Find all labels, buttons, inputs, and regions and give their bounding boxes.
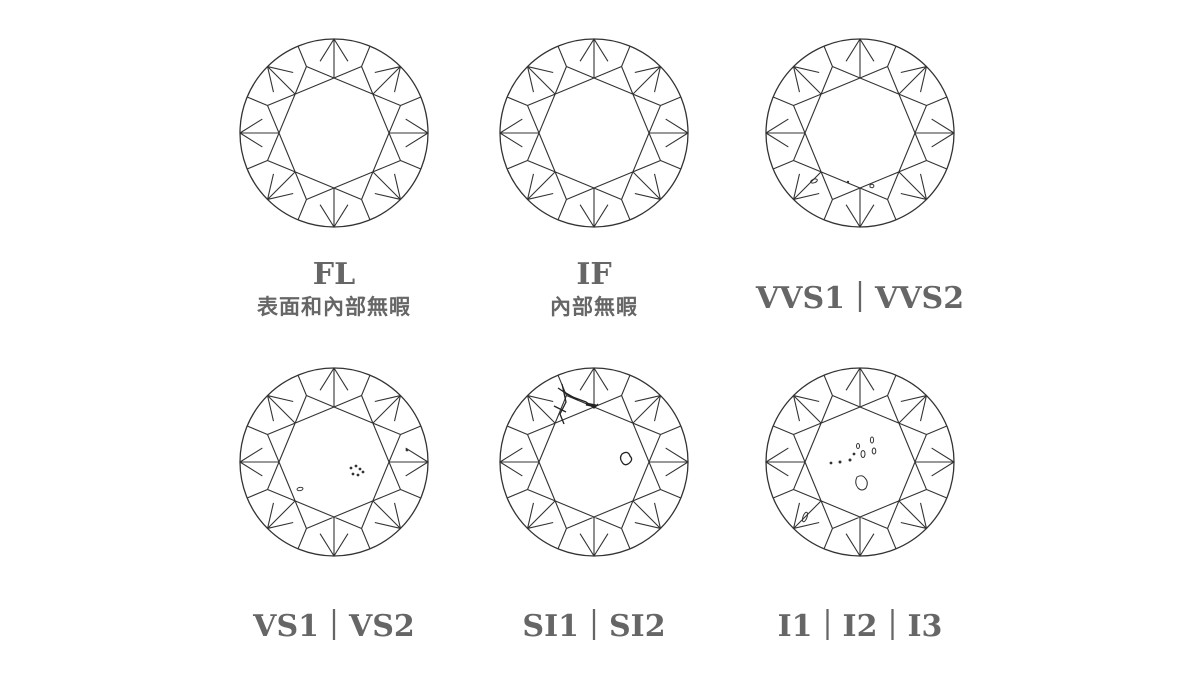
diamond-i [765,367,955,557]
caption-vs: VS1｜VS2 [204,598,464,644]
grade-label-if: IF [576,257,612,292]
caption-fl: FL 表面和內部無暇 [204,258,464,322]
diamond-vs [239,367,429,557]
inclusion-marks-vvs [810,178,875,189]
diamond-fl [239,38,429,228]
facet-lines [239,38,429,228]
diamond-vvs [765,38,955,228]
grade-label-i: I1｜I2｜I3 [777,609,943,644]
grade-label-si: SI1｜SI2 [522,609,666,644]
facet-lines [499,38,689,228]
facet-lines [765,367,955,557]
diamond-if [499,38,689,228]
grade-label-vs: VS1｜VS2 [253,609,415,644]
inclusion-marks-si [553,383,633,466]
inclusion-marks-vs [296,448,409,492]
grade-label-fl: FL [312,257,356,292]
caption-vvs: VVS1｜VVS2 [730,270,990,316]
description-label-if: 內部無暇 [550,294,638,319]
diamond-si [499,367,689,557]
facet-lines [499,367,689,557]
description-label-fl: 表面和內部無暇 [257,294,411,319]
facet-lines [765,38,955,228]
grade-label-vvs: VVS1｜VVS2 [755,281,965,316]
inclusion-marks-i [801,436,877,523]
caption-si: SI1｜SI2 [464,598,724,644]
facet-lines [239,367,429,557]
caption-i: I1｜I2｜I3 [730,598,990,644]
caption-if: IF 內部無暇 [464,258,724,322]
